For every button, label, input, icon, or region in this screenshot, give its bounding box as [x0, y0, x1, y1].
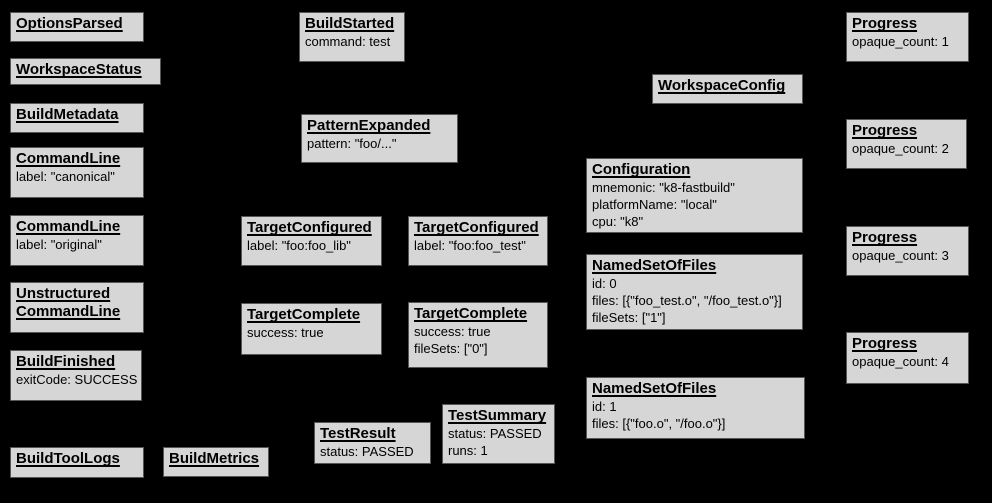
node-title: BuildMetrics	[169, 450, 260, 467]
node-title: BuildFinished	[16, 353, 116, 370]
event-box-build-metrics: BuildMetrics	[163, 447, 269, 477]
node-field: label: "canonical"	[16, 169, 115, 184]
node-field: opaque_count: 3	[852, 248, 949, 263]
node-title: Unstructured	[16, 285, 111, 302]
event-box-named-set-of-files-1: NamedSetOfFiles id: 1 files: [{"foo.o", …	[586, 377, 805, 439]
node-field: exitCode: SUCCESS	[16, 372, 138, 387]
node-field: runs: 1	[448, 443, 488, 458]
event-box-pattern-expanded: PatternExpanded pattern: "foo/..."	[301, 114, 458, 163]
event-box-build-finished: BuildFinished exitCode: SUCCESS	[10, 350, 142, 401]
node-field: status: PASSED	[320, 444, 414, 459]
event-box-named-set-of-files-0: NamedSetOfFiles id: 0 files: [{"foo_test…	[586, 254, 803, 330]
node-field: fileSets: ["0"]	[414, 341, 488, 356]
node-field: pattern: "foo/..."	[307, 136, 397, 151]
node-title: Progress	[852, 229, 918, 246]
node-field: status: PASSED	[448, 426, 542, 441]
node-field: fileSets: ["1"]	[592, 310, 666, 325]
node-field: cpu: "k8"	[592, 214, 644, 229]
event-box-progress-3: Progress opaque_count: 3	[846, 226, 969, 276]
node-title: Progress	[852, 335, 918, 352]
node-field: success: true	[247, 325, 324, 340]
event-box-target-configured-foo-lib: TargetConfigured label: "foo:foo_lib"	[241, 216, 382, 266]
event-box-workspace-config: WorkspaceConfig	[652, 74, 803, 104]
node-field: label: "foo:foo_lib"	[247, 238, 351, 253]
node-title: Progress	[852, 15, 918, 32]
node-field: files: [{"foo_test.o", "/foo_test.o"}]	[592, 293, 782, 308]
node-field: label: "original"	[16, 237, 102, 252]
node-title: CommandLine	[16, 150, 121, 167]
event-box-options-parsed: OptionsParsed	[10, 12, 144, 42]
node-title: TestSummary	[448, 407, 547, 424]
node-field: id: 1	[592, 399, 617, 414]
node-title: Configuration	[592, 161, 691, 178]
event-box-configuration: Configuration mnemonic: "k8-fastbuild" p…	[586, 158, 803, 233]
node-title: PatternExpanded	[307, 117, 431, 134]
node-title: CommandLine	[16, 303, 121, 320]
node-title: Progress	[852, 122, 918, 139]
node-title: TestResult	[320, 425, 396, 442]
node-field: success: true	[414, 324, 491, 339]
event-box-build-tool-logs: BuildToolLogs	[10, 447, 144, 478]
node-field: opaque_count: 1	[852, 34, 949, 49]
node-title: CommandLine	[16, 218, 121, 235]
node-field: mnemonic: "k8-fastbuild"	[592, 180, 735, 195]
node-title: NamedSetOfFiles	[592, 380, 717, 397]
event-box-unstructured-command-line: Unstructured CommandLine	[10, 282, 144, 333]
node-field: opaque_count: 2	[852, 141, 949, 156]
event-box-target-complete-foo-lib: TargetComplete success: true	[241, 303, 382, 355]
node-title: WorkspaceStatus	[16, 61, 142, 78]
node-field: command: test	[305, 34, 391, 49]
event-box-command-line-canonical: CommandLine label: "canonical"	[10, 147, 144, 198]
event-box-test-result: TestResult status: PASSED	[314, 422, 431, 464]
event-box-target-configured-foo-test: TargetConfigured label: "foo:foo_test"	[408, 216, 548, 266]
event-box-target-complete-foo-test: TargetComplete success: true fileSets: […	[408, 302, 548, 368]
node-field: label: "foo:foo_test"	[414, 238, 526, 253]
event-box-build-started: BuildStarted command: test	[299, 12, 405, 62]
node-field: platformName: "local"	[592, 197, 717, 212]
node-title: TargetComplete	[247, 306, 361, 323]
node-title: TargetConfigured	[247, 219, 372, 236]
node-field: files: [{"foo.o", "/foo.o"}]	[592, 416, 726, 431]
event-box-command-line-original: CommandLine label: "original"	[10, 215, 144, 266]
node-title: BuildToolLogs	[16, 450, 120, 467]
event-box-progress-2: Progress opaque_count: 2	[846, 119, 967, 169]
node-title: OptionsParsed	[16, 15, 123, 32]
node-title: BuildMetadata	[16, 106, 119, 123]
event-box-build-metadata: BuildMetadata	[10, 103, 144, 133]
node-title: BuildStarted	[305, 15, 395, 32]
node-title: TargetConfigured	[414, 219, 539, 236]
event-box-test-summary: TestSummary status: PASSED runs: 1	[442, 404, 555, 464]
node-field: id: 0	[592, 276, 617, 291]
node-field: opaque_count: 4	[852, 354, 949, 369]
node-title: TargetComplete	[414, 305, 528, 322]
node-title: NamedSetOfFiles	[592, 257, 717, 274]
event-box-progress-1: Progress opaque_count: 1	[846, 12, 969, 62]
node-title: WorkspaceConfig	[658, 77, 786, 94]
event-box-progress-4: Progress opaque_count: 4	[846, 332, 969, 384]
event-box-workspace-status: WorkspaceStatus	[10, 58, 161, 85]
